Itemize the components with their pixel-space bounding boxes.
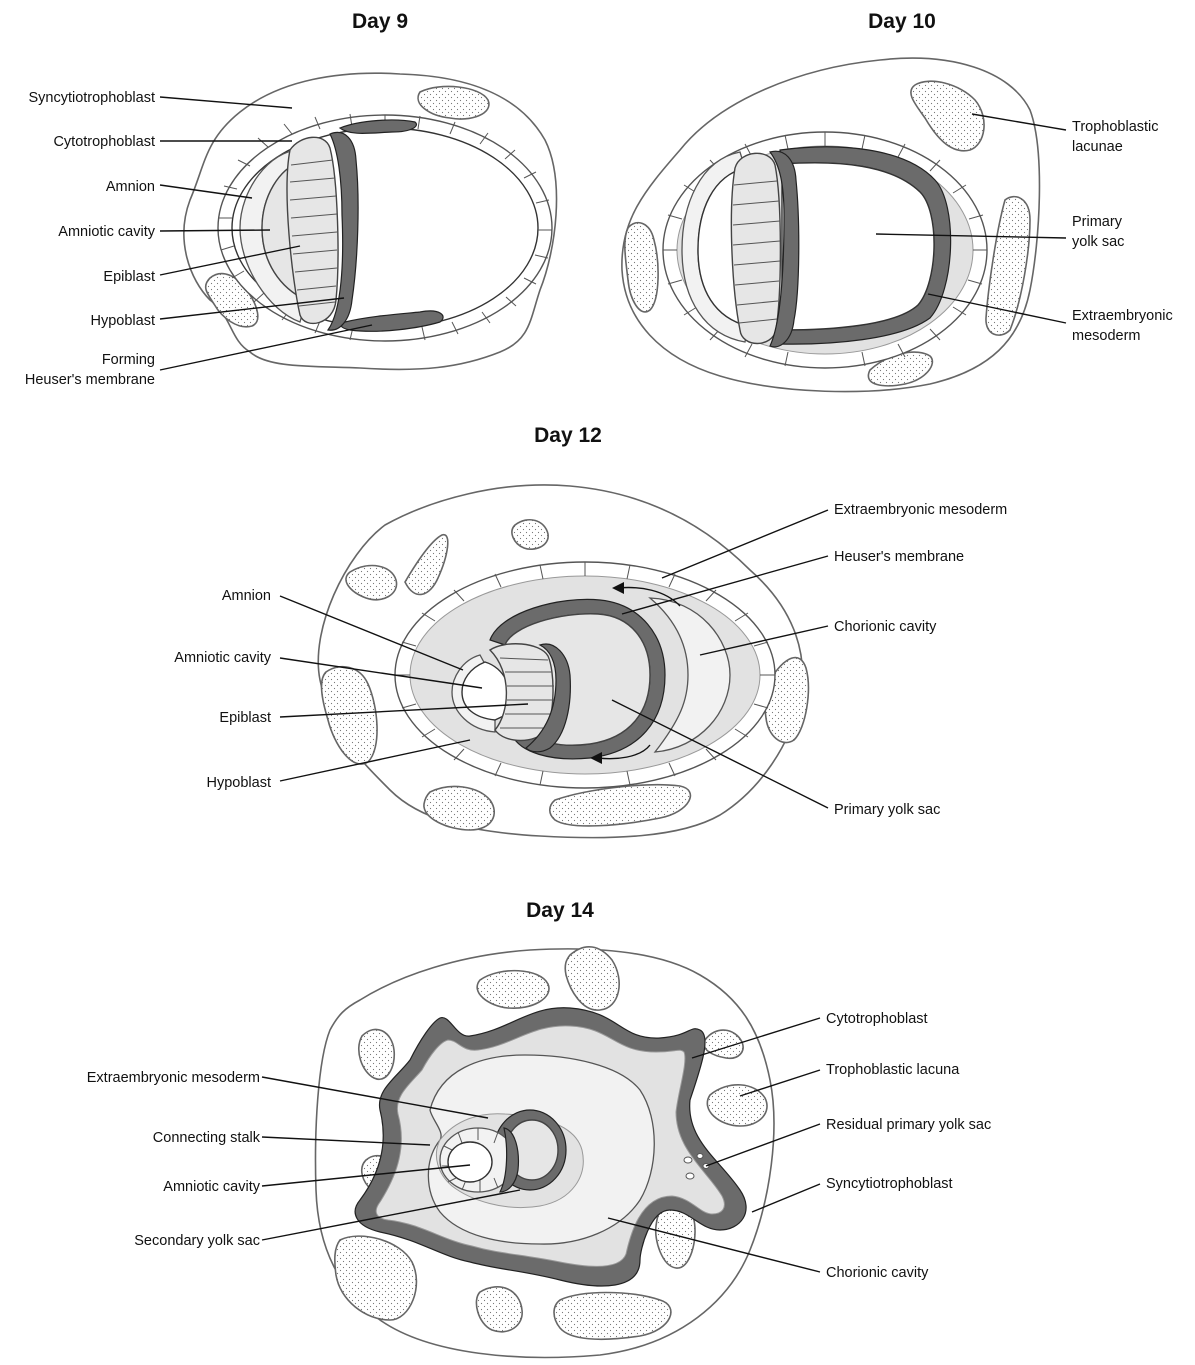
- day14-label-connecting-stalk: Connecting stalk: [153, 1130, 261, 1146]
- day9-label-forming-heuser-line2: Heuser's membrane: [25, 372, 155, 388]
- day12-lacuna-top: [512, 520, 548, 549]
- day9-label-forming-heuser-line1: Forming: [102, 352, 155, 368]
- day14-label-extraembryonic-mesoderm: Extraembryonic mesoderm: [87, 1070, 260, 1086]
- day14-label-amniotic-cavity: Amniotic cavity: [163, 1179, 260, 1195]
- day12-label-chorionic-cavity: Chorionic cavity: [834, 619, 937, 635]
- day12-label-heuser-membrane: Heuser's membrane: [834, 549, 964, 565]
- panel-day9: Day 9: [25, 10, 557, 388]
- day10-title: Day 10: [868, 10, 936, 33]
- day14-label-residual-primary-yolk-sac: Residual primary yolk sac: [826, 1117, 991, 1133]
- day9-label-syncytiotrophoblast: Syncytiotrophoblast: [28, 90, 155, 106]
- day9-label-amnion: Amnion: [106, 179, 155, 195]
- day14-amniotic-cavity: [448, 1142, 492, 1182]
- day12-title: Day 12: [534, 424, 602, 447]
- day12-label-extraembryonic-mesoderm: Extraembryonic mesoderm: [834, 502, 1007, 518]
- day14-label-syncytiotrophoblast: Syncytiotrophoblast: [826, 1176, 953, 1192]
- day14-label-trophoblastic-lacuna: Trophoblastic lacuna: [826, 1062, 960, 1078]
- day10-label-extraembryonic-mesoderm-line1: Extraembryonic: [1072, 308, 1173, 324]
- day9-label-cytotrophoblast: Cytotrophoblast: [53, 134, 155, 150]
- panel-day14: Day 14: [87, 899, 991, 1357]
- day14-lacuna-bottom-right: [554, 1293, 671, 1340]
- day10-label-extraembryonic-mesoderm-line2: mesoderm: [1072, 328, 1141, 344]
- day14-label-cytotrophoblast: Cytotrophoblast: [826, 1011, 928, 1027]
- day10-label-trophoblastic-lacunae-line2: lacunae: [1072, 139, 1123, 155]
- day12-label-hypoblast: Hypoblast: [207, 775, 271, 791]
- day10-label-primary-yolk-sac-line2: yolk sac: [1072, 234, 1124, 250]
- day10-label-primary-yolk-sac-line1: Primary: [1072, 214, 1123, 230]
- day9-label-amniotic-cavity: Amniotic cavity: [58, 224, 155, 240]
- day12-label-amniotic-cavity: Amniotic cavity: [174, 650, 271, 666]
- day9-title: Day 9: [352, 10, 408, 33]
- day12-label-epiblast: Epiblast: [219, 710, 271, 726]
- day12-label-amnion: Amnion: [222, 588, 271, 604]
- day14-lacuna-top-a: [477, 971, 549, 1009]
- day9-label-hypoblast: Hypoblast: [91, 313, 155, 329]
- day14-title: Day 14: [526, 899, 594, 922]
- day10-primary-yolk-sac: [782, 163, 934, 330]
- panel-day12: Day 12: [174, 424, 1007, 838]
- day9-label-epiblast: Epiblast: [103, 269, 155, 285]
- day9-leader-amniotic-cavity: [160, 230, 270, 231]
- day14-label-secondary-yolk-sac: Secondary yolk sac: [134, 1233, 260, 1249]
- panel-day10: Day 10: [622, 10, 1173, 392]
- day10-label-trophoblastic-lacunae-line1: Trophoblastic: [1072, 119, 1159, 135]
- day12-label-primary-yolk-sac: Primary yolk sac: [834, 802, 940, 818]
- day14-label-chorionic-cavity: Chorionic cavity: [826, 1265, 929, 1281]
